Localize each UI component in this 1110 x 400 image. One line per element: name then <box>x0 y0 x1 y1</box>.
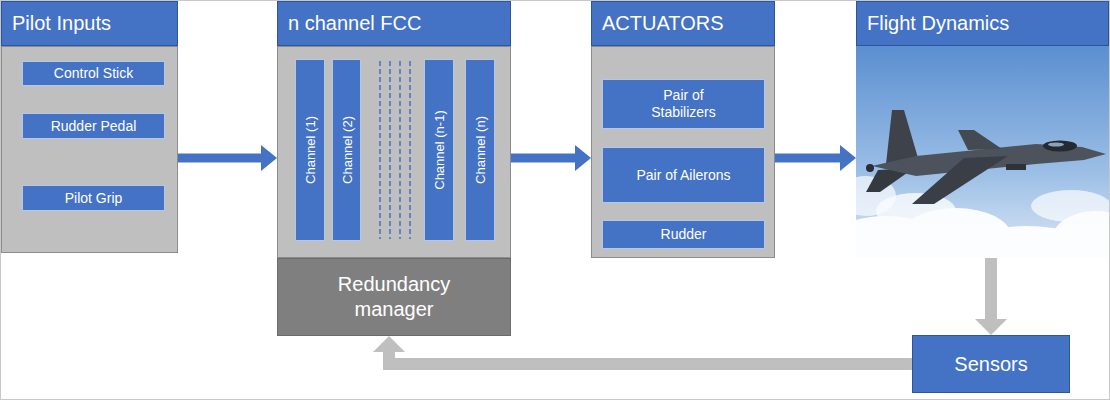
flow-arrow <box>511 145 591 171</box>
channel-bar: Channel (2) <box>332 59 361 241</box>
actuator-panel: ACTUATORS Pair of StabilizersPair of Aile… <box>591 1 775 258</box>
channel-label: Channel (1) <box>303 116 318 184</box>
input-box: Control Stick <box>22 61 165 86</box>
actuator-box: Pair of Stabilizers <box>602 79 765 129</box>
dashed-line <box>389 61 391 239</box>
panel-header: Pilot Inputs <box>1 1 178 46</box>
dashed-line <box>409 61 411 239</box>
panel-header: Flight Dynamics <box>856 1 1109 46</box>
panel-title: Pilot Inputs <box>12 12 111 35</box>
flow-arrow <box>775 145 856 171</box>
channel-bar: Channel (n-1) <box>424 59 454 241</box>
input-box: Pilot Grip <box>22 185 165 211</box>
arrow-head <box>575 145 591 171</box>
arrow-head <box>261 145 277 171</box>
arrow-head <box>840 145 856 171</box>
manager-label: Redundancy manager <box>329 272 459 322</box>
dashed-line <box>399 61 401 239</box>
item-label: Rudder <box>661 226 707 243</box>
actuator-box: Pair of Ailerons <box>602 147 765 203</box>
dashed-line <box>379 61 381 239</box>
flow-arrow <box>975 258 1007 335</box>
input-box: Rudder Pedal <box>22 113 165 139</box>
panel-header: n channel FCC <box>277 1 511 46</box>
item-label: Pilot Grip <box>65 190 123 207</box>
redundancy-box: Redundancy manager <box>277 258 511 336</box>
channel-label: Channel (2) <box>339 116 354 184</box>
channel-bar: Channel (1) <box>295 59 325 241</box>
panel-title: Flight Dynamics <box>867 12 1009 35</box>
flow-arrow <box>373 336 912 364</box>
arrow-shaft <box>178 154 262 163</box>
arrow-shaft <box>389 351 912 364</box>
sensor-label: Sensors <box>954 353 1027 376</box>
item-label: Rudder Pedal <box>51 118 137 135</box>
arrow-head <box>975 319 1007 335</box>
arrow-head <box>373 336 405 352</box>
panel-title: ACTUATORS <box>602 12 724 35</box>
arrow-shaft <box>775 154 841 163</box>
sensor-box: Sensors <box>912 335 1070 393</box>
jet <box>866 110 1106 204</box>
clouds <box>856 176 1109 258</box>
channel-label: Channel (n) <box>473 116 488 184</box>
channel-bar: Channel (n) <box>465 59 495 241</box>
actuator-box: Rudder <box>602 220 765 249</box>
panel-header: ACTUATORS <box>591 1 775 46</box>
item-label: Pair of Stabilizers <box>636 87 731 121</box>
flow-arrow <box>178 145 277 171</box>
input-panel: Pilot InputsControl StickRudder PedalPil… <box>1 1 178 253</box>
channel-ellipsis-lines <box>376 59 416 241</box>
dynamics-panel: Flight Dynamics <box>856 1 1109 258</box>
panel-title: n channel FCC <box>288 12 421 35</box>
fcc-panel: n channel FCC Channel (1) Channel (2) Chann… <box>277 1 511 336</box>
jet-illustration <box>856 46 1109 258</box>
channel-label: Channel (n-1) <box>432 110 447 190</box>
arrow-shaft <box>511 154 576 163</box>
item-label: Control Stick <box>54 65 133 82</box>
arrow-shaft <box>985 258 997 320</box>
item-label: Pair of Ailerons <box>636 167 730 184</box>
